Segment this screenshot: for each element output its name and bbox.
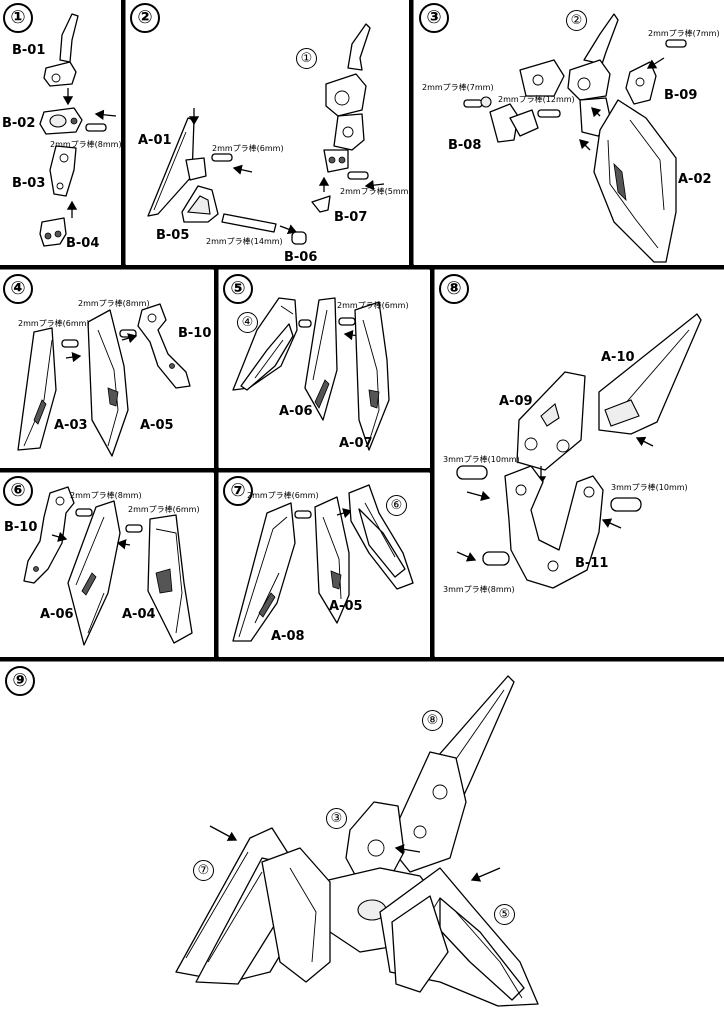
step-number: ⑦ bbox=[223, 476, 253, 506]
step-4-parts-illustration bbox=[17, 303, 191, 457]
sub-assembly-ref-8: ⑧ bbox=[422, 710, 443, 731]
step-2-panel: ② ① A-01 2mmプラ棒(6mm) B-05 2mm bbox=[126, 0, 409, 265]
step-number: ① bbox=[3, 3, 33, 33]
part-label-b10: B-10 bbox=[4, 520, 38, 535]
part-label-b05: B-05 bbox=[156, 228, 190, 243]
rod-note-10mm-right: 3mmプラ棒(10mm) bbox=[611, 483, 688, 492]
sub-assembly-ref: ① bbox=[296, 48, 317, 69]
rod-note: 2mmプラ棒(8mm) bbox=[50, 140, 121, 149]
rod-note-6mm: 2mmプラ棒(6mm) bbox=[247, 491, 319, 500]
part-label-a06: A-06 bbox=[40, 607, 74, 622]
part-label-b04: B-04 bbox=[66, 236, 100, 251]
part-label-b01: B-01 bbox=[12, 43, 46, 58]
step-3-panel: ③ ② 2mmプラ棒(7mm) B-09 2mmプラ棒(7mm) 2mmプラ棒(… bbox=[414, 0, 724, 265]
step-number: ⑤ bbox=[223, 274, 253, 304]
step-7-parts-illustration bbox=[232, 484, 414, 642]
step-9-panel: ⑨ ⑧ ③ ⑦ ⑤ bbox=[0, 662, 724, 1024]
rod-note-12mm: 2mmプラ棒(12mm) bbox=[498, 95, 575, 104]
rod-note-14mm: 2mmプラ棒(14mm) bbox=[206, 237, 283, 246]
step-number: ⑨ bbox=[5, 666, 35, 696]
step-number: ④ bbox=[3, 274, 33, 304]
step-4-panel: ④ 2mmプラ棒(8mm) 2mmプラ棒(6mm) B-10 A-03 A-05 bbox=[0, 270, 214, 468]
rod-note-5mm: 2mmプラ棒(5mm) bbox=[340, 187, 409, 196]
part-label-a09: A-09 bbox=[499, 394, 533, 409]
rod-note-6mm: 2mmプラ棒(6mm) bbox=[337, 301, 409, 310]
rod-note-8mm: 3mmプラ棒(8mm) bbox=[443, 585, 515, 594]
part-label-a06: A-06 bbox=[279, 404, 313, 419]
part-label-a01: A-01 bbox=[138, 133, 172, 148]
part-label-a07: A-07 bbox=[339, 436, 373, 451]
step-number: ⑧ bbox=[439, 274, 469, 304]
part-label-a02: A-02 bbox=[678, 172, 712, 187]
rod-note-10mm-left: 3mmプラ棒(10mm) bbox=[443, 455, 520, 464]
step-3-parts-illustration bbox=[463, 13, 687, 263]
step-1-parts-illustration bbox=[39, 13, 117, 247]
step-number: ② bbox=[130, 3, 160, 33]
step-6-parts-illustration bbox=[23, 486, 193, 646]
step-5-parts-illustration bbox=[232, 297, 390, 451]
part-label-b07: B-07 bbox=[334, 210, 368, 225]
part-label-b08: B-08 bbox=[448, 138, 482, 153]
step-8-panel: ⑧ A-10 A-09 3mmプラ棒(10mm) 3mmプラ棒(10mm) B-… bbox=[435, 270, 724, 657]
step-9-final-assembly-illustration bbox=[175, 675, 539, 1007]
part-label-a10: A-10 bbox=[601, 350, 635, 365]
part-label-a03: A-03 bbox=[54, 418, 88, 433]
sub-assembly-ref: ⑥ bbox=[386, 495, 407, 516]
step-1-panel: ① B-01 B-02 2mmプラ棒(8mm) B-03 B-04 bbox=[0, 0, 121, 265]
part-label-b06: B-06 bbox=[284, 250, 318, 265]
rod-note-7mm-right: 2mmプラ棒(7mm) bbox=[648, 29, 720, 38]
step-number: ③ bbox=[419, 3, 449, 33]
rod-note-8mm: 2mmプラ棒(8mm) bbox=[70, 491, 142, 500]
step-5-panel: ⑤ ④ 2mmプラ棒(6mm) A-06 A-07 bbox=[219, 270, 430, 468]
step-number: ⑥ bbox=[3, 476, 33, 506]
part-label-b03: B-03 bbox=[12, 176, 46, 191]
step-8-parts-illustration bbox=[456, 313, 702, 589]
rod-note-7mm-left: 2mmプラ棒(7mm) bbox=[422, 83, 494, 92]
step-2-parts-illustration bbox=[147, 23, 385, 245]
sub-assembly-ref: ④ bbox=[237, 312, 258, 333]
rod-note-6mm: 2mmプラ棒(6mm) bbox=[212, 144, 284, 153]
part-label-b10: B-10 bbox=[178, 326, 212, 341]
rod-note-8mm: 2mmプラ棒(8mm) bbox=[78, 299, 150, 308]
part-label-a08: A-08 bbox=[271, 629, 305, 644]
part-label-a04: A-04 bbox=[122, 607, 156, 622]
part-label-b02: B-02 bbox=[2, 116, 36, 131]
step-6-panel: ⑥ 2mmプラ棒(8mm) 2mmプラ棒(6mm) B-10 A-06 A-04 bbox=[0, 473, 214, 657]
part-label-b11: B-11 bbox=[575, 556, 609, 571]
sub-assembly-ref-3: ③ bbox=[326, 808, 347, 829]
sub-assembly-ref: ② bbox=[566, 10, 587, 31]
part-label-a05: A-05 bbox=[140, 418, 174, 433]
sub-assembly-ref-7: ⑦ bbox=[193, 860, 214, 881]
step-7-panel: ⑦ ⑥ 2mmプラ棒(6mm) A-05 A-08 bbox=[219, 473, 430, 657]
part-label-b09: B-09 bbox=[664, 88, 698, 103]
sub-assembly-ref-5: ⑤ bbox=[494, 904, 515, 925]
part-label-a05: A-05 bbox=[329, 599, 363, 614]
rod-note-6mm: 2mmプラ棒(6mm) bbox=[128, 505, 200, 514]
rod-note-6mm: 2mmプラ棒(6mm) bbox=[18, 319, 90, 328]
